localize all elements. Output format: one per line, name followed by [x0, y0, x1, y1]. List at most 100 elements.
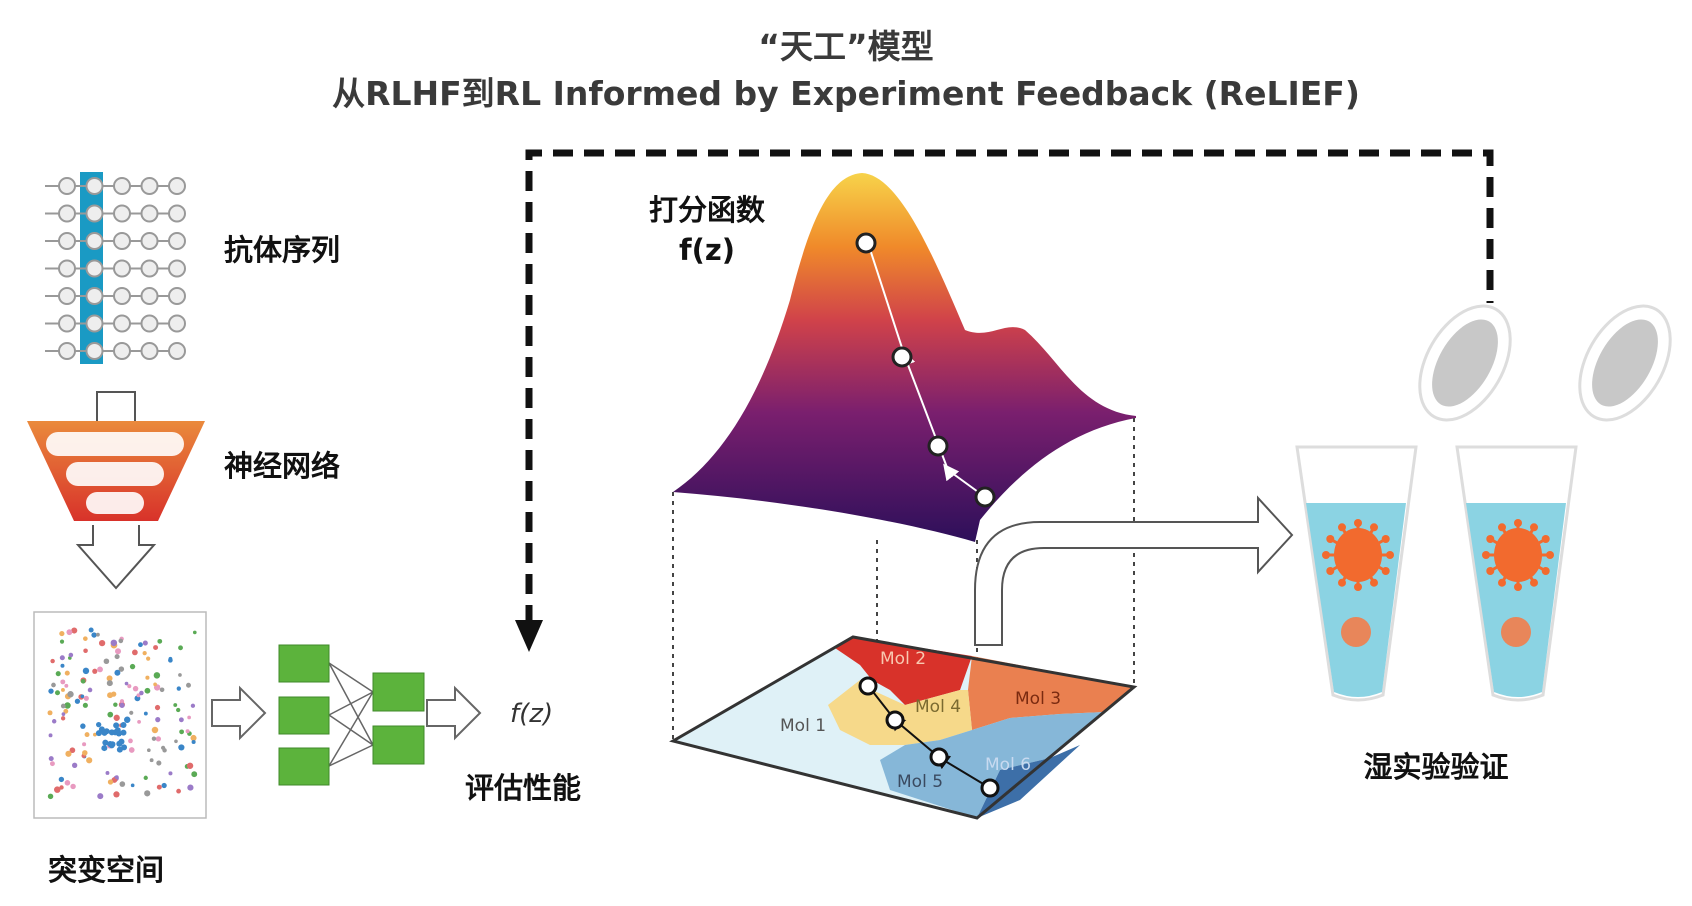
scatter-point	[71, 762, 78, 768]
scatter-point	[74, 698, 81, 704]
scatter-point	[113, 722, 120, 729]
scatter-point	[130, 783, 135, 788]
scatter-point	[173, 703, 178, 707]
hollow-arrow-icon	[426, 685, 482, 741]
residue-icon	[58, 204, 76, 223]
scatter-point	[155, 736, 162, 742]
residue-icon	[113, 177, 131, 195]
network-node-box	[372, 725, 425, 765]
evaluator-network-icon	[278, 644, 425, 786]
scatter-point	[101, 729, 108, 736]
scatter-point	[59, 655, 65, 661]
scatter-point	[91, 632, 97, 638]
scatter-point	[60, 703, 66, 709]
scatter-point	[82, 667, 90, 675]
scatter-point	[105, 771, 110, 775]
scatter-point	[68, 652, 74, 658]
scatter-point	[47, 793, 54, 800]
scatter-point	[192, 630, 197, 635]
residue-icon	[168, 314, 186, 333]
residue-icon	[58, 177, 76, 195]
scatter-point	[120, 729, 127, 736]
scatter-point	[113, 702, 118, 707]
scatter-point	[114, 654, 120, 660]
residue-icon	[58, 232, 76, 250]
scatter-point	[61, 712, 66, 716]
scatter-point	[108, 729, 115, 736]
virus-icon	[1341, 617, 1371, 647]
scatter-point	[106, 675, 113, 682]
scatter-point	[120, 722, 127, 729]
mol-label: Mol 5	[897, 772, 943, 792]
scatter-point	[71, 627, 78, 634]
network-node-box	[278, 644, 330, 683]
neural-network-icon	[27, 391, 205, 590]
scatter-point	[124, 716, 131, 723]
scatter-point	[190, 703, 196, 708]
scatter-point	[54, 786, 61, 793]
virus-icon	[1501, 617, 1531, 647]
fz-label: f(z)	[510, 699, 553, 729]
residue-icon	[113, 204, 131, 223]
scatter-point	[161, 782, 167, 789]
scatter-point	[149, 758, 154, 763]
residue-icon	[58, 259, 76, 278]
residue-icon	[113, 232, 131, 250]
scatter-point	[97, 666, 103, 673]
residue-icon	[140, 259, 159, 278]
residue-icon	[85, 177, 104, 195]
scatter-point	[145, 675, 150, 680]
scatter-point	[114, 775, 119, 780]
residue-icon	[140, 287, 159, 305]
feedback-loop-arrow	[525, 149, 1494, 625]
residue-icon	[168, 342, 186, 360]
scatter-point	[146, 656, 151, 661]
scatter-point	[82, 750, 88, 756]
scatter-point	[190, 734, 197, 742]
scatter-point	[136, 693, 141, 698]
residue-icon	[58, 287, 76, 305]
scatter-point	[60, 663, 65, 668]
scatter-point	[186, 682, 191, 688]
scatter-point	[156, 784, 162, 790]
residue-icon	[140, 342, 159, 360]
residue-icon	[140, 177, 159, 195]
scatter-point	[98, 639, 106, 647]
scatter-point	[67, 691, 74, 698]
scatter-point	[48, 733, 53, 738]
scatter-point	[80, 678, 86, 684]
scatter-point	[128, 738, 133, 744]
wet-lab-label: 湿实验验证	[1363, 750, 1508, 784]
scatter-point	[124, 681, 129, 686]
scatter-point	[107, 692, 114, 699]
scatter-point	[151, 726, 159, 734]
residue-icon	[85, 259, 104, 278]
scoring-fz-label: f(z)	[679, 233, 735, 267]
scatter-point	[176, 788, 181, 794]
mol-label: Mol 1	[780, 716, 826, 736]
test-tube-icon	[1295, 304, 1512, 702]
scatter-point	[82, 702, 88, 708]
scatter-point	[139, 690, 144, 696]
scatter-point	[174, 739, 178, 744]
scatter-point	[84, 732, 90, 738]
title-line2: 从RLHF到RL Informed by Experiment Feedback…	[332, 74, 1360, 113]
scatter-point	[59, 630, 65, 637]
scatter-point	[113, 714, 120, 721]
scatter-point	[69, 747, 76, 754]
scatter-point	[64, 683, 69, 688]
scatter-point	[118, 666, 125, 672]
scatter-point	[106, 680, 113, 687]
scatter-point	[55, 671, 61, 677]
residue-icon	[113, 287, 131, 305]
scatter-point	[86, 757, 93, 764]
residue-icon	[85, 314, 104, 333]
residue-icon	[168, 232, 186, 250]
scatter-point	[156, 760, 162, 766]
virus-icon	[1482, 519, 1554, 591]
antibody-sequence-icon	[45, 172, 186, 364]
scatter-point	[108, 742, 115, 749]
scatter-point	[168, 658, 173, 663]
mol-label: Mol 3	[1015, 689, 1061, 709]
